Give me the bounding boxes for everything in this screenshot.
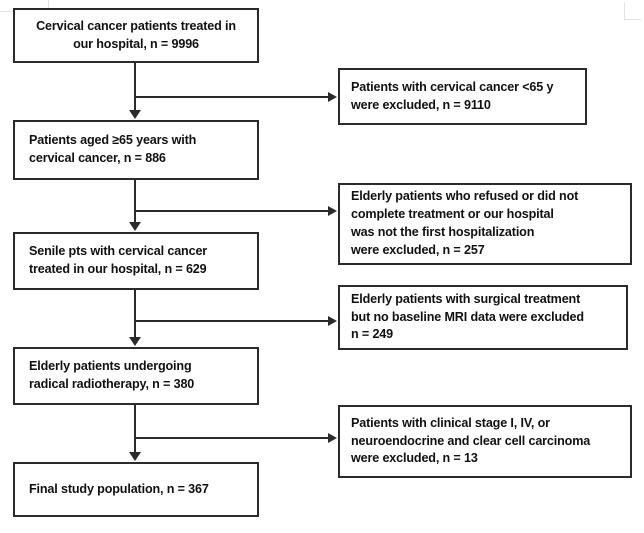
connector-arrowhead-down-1 [129,110,141,119]
crop-mark-horizontal [624,19,641,20]
connector-arrowhead-right-1 [328,92,337,102]
exclusion-box-mri-line-2: but no baseline MRI data were excluded [351,309,584,324]
exclusion-box-refused-line-4: were excluded, n = 257 [351,242,485,257]
exclusion-box-stage-line-2: neuroendocrine and clear cell carcinoma [351,433,591,448]
exclusion-box-mri-line-3: n = 249 [351,327,394,342]
connector-arrowhead-down-4 [129,452,141,461]
exclusion-box-refused-incomplete: Elderly patients who refused or did not … [338,183,632,265]
main-box-senile-treated-line-2: treated in our hospital, n = 629 [29,262,207,276]
main-box-aged-65: Patients aged ≥65 years with cervical ca… [13,120,259,180]
main-box-radical-radiotherapy-line-2: radical radiotherapy, n = 380 [29,377,195,391]
exclusion-box-stage-histology: Patients with clinical stage I, IV, or n… [338,405,632,478]
exclusion-box-under-65-line-2: were excluded, n = 9110 [351,97,491,112]
connector-arrowhead-right-3 [328,316,337,326]
connector-horizontal-1 [134,96,329,98]
crop-mark-vertical [624,2,625,20]
exclusion-box-no-baseline-mri: Elderly patients with surgical treatment… [338,285,628,350]
connector-vertical-3 [134,290,136,338]
main-box-aged-65-line-1: Patients aged ≥65 years with [29,133,197,148]
connector-arrowhead-down-3 [129,337,141,346]
exclusion-box-excluded-under-65: Patients with cervical cancer <65 y were… [338,68,587,125]
main-box-final-population: Final study population, n = 367 [13,462,259,517]
connector-vertical-4 [134,405,136,453]
main-box-enrolled-line-2: our hospital, n = 9996 [73,36,199,51]
connector-horizontal-2 [134,210,329,212]
main-box-enrolled-line-1: Cervical cancer patients treated in [36,18,236,33]
exclusion-box-refused-line-1: Elderly patients who refused or did not [351,189,579,204]
exclusion-box-stage-line-3: were excluded, n = 13 [351,451,478,466]
connector-horizontal-4 [134,437,329,439]
connector-arrowhead-right-4 [328,433,337,443]
main-box-senile-treated-line-1: Senile pts with cervical cancer [29,244,208,259]
connector-vertical-2 [134,180,136,223]
exclusion-box-mri-line-1: Elderly patients with surgical treatment [351,291,581,306]
main-box-enrolled: Cervical cancer patients treated in our … [13,8,259,63]
exclusion-box-under-65-line-1: Patients with cervical cancer <65 y [351,79,554,94]
exclusion-box-stage-line-1: Patients with clinical stage I, IV, or [351,415,550,430]
main-box-aged-65-line-2: cervical cancer, n = 886 [29,151,166,165]
connector-arrowhead-right-2 [328,206,337,216]
main-box-radical-radiotherapy-line-1: Elderly patients undergoing [29,359,192,374]
main-box-radical-radiotherapy: Elderly patients undergoing radical radi… [13,347,259,405]
main-box-senile-treated: Senile pts with cervical cancer treated … [13,232,259,290]
connector-vertical-1 [134,63,136,111]
exclusion-box-refused-line-2: complete treatment or our hospital [351,207,554,222]
exclusion-box-refused-line-3: was not the first hospitalization [351,225,535,239]
crop-mark-left-horizontal [0,11,14,12]
connector-arrowhead-down-2 [129,222,141,231]
crop-mark-left-vertical [48,0,49,12]
main-box-final-population-line-1: Final study population, n = 367 [29,481,209,496]
connector-horizontal-3 [134,320,329,322]
